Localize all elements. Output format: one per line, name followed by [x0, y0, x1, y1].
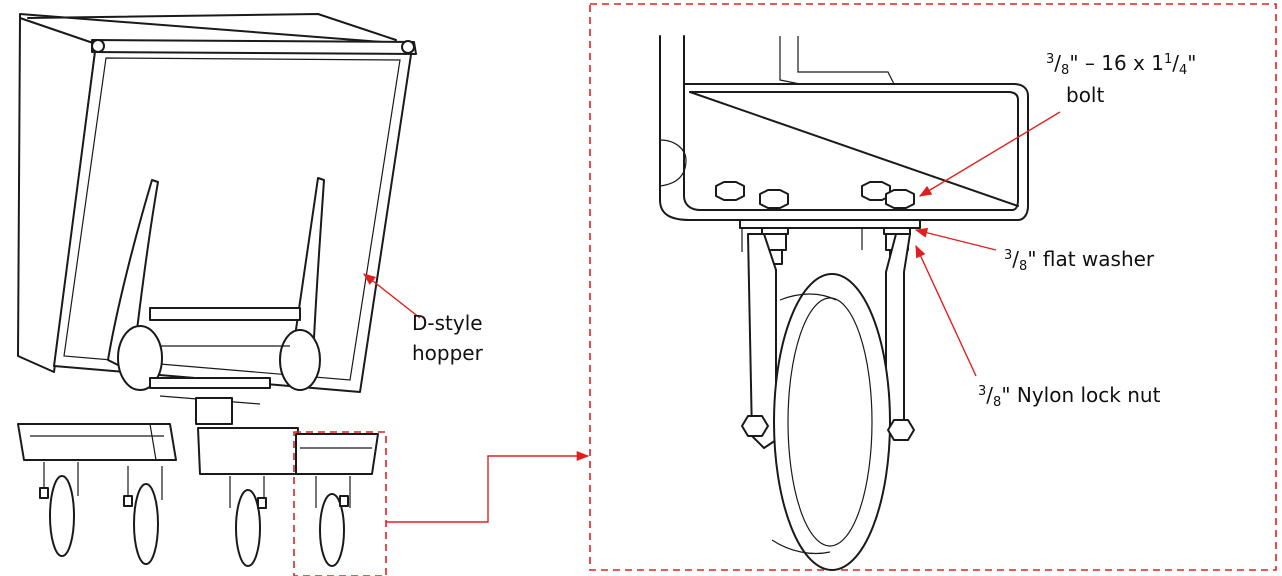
caster-3 — [229, 476, 267, 567]
washer-label-text: " flat washer — [1027, 247, 1155, 271]
base-rail-left — [17, 423, 177, 461]
locknut-label: 3/8" Nylon lock nut — [978, 383, 1161, 410]
washer-size-slash: / — [1012, 247, 1019, 271]
bolt-length-end: " — [1187, 51, 1196, 75]
channel-inner — [683, 83, 1019, 211]
locknut-label-text: " Nylon lock nut — [1001, 383, 1160, 407]
bolt-length-slash: / — [1172, 51, 1179, 75]
washer-label: 3/8" flat washer — [1004, 247, 1155, 274]
detail-connector-arrow — [386, 450, 590, 523]
cross-bar-lower — [149, 377, 271, 389]
bolt-length-denominator: 4 — [1179, 63, 1187, 78]
hopper-top-lip — [91, 39, 417, 55]
bolt-heads — [715, 181, 915, 209]
bolt-label-line2: bolt — [1066, 83, 1104, 107]
locknut-size-denominator: 8 — [993, 395, 1001, 410]
locknut-leader-line — [915, 244, 977, 377]
base-rail-left-detail — [30, 423, 164, 461]
axle-nut-right — [887, 419, 915, 441]
locknut-size-numerator: 3 — [978, 384, 986, 399]
locknut-size-slash: / — [986, 383, 993, 407]
bolt-size-slash: / — [1054, 51, 1061, 75]
bolt-size-denominator: 8 — [1061, 63, 1069, 78]
bolt-size-numerator: 3 — [1046, 52, 1054, 67]
rim-corner-right — [401, 40, 415, 54]
washer-size-denominator: 8 — [1019, 259, 1027, 274]
base-rail-right — [295, 433, 379, 475]
release-block — [195, 397, 233, 425]
front-bumper — [197, 427, 299, 475]
rim-corner-left — [91, 39, 105, 53]
caster-wheel-tread — [773, 273, 891, 571]
bolt-size-middle: " – 16 x 1 — [1069, 51, 1164, 75]
hopper-left-side — [17, 17, 97, 373]
caster-1 — [39, 462, 79, 557]
bolt-leader-line — [918, 111, 1061, 197]
pivot-disc-left — [117, 325, 163, 391]
cross-bar-top — [149, 307, 301, 321]
caster-detail-drawing — [659, 35, 1029, 571]
caster-4 — [315, 476, 351, 567]
pivot-disc-right — [279, 329, 321, 391]
axle-nut-left — [741, 415, 769, 437]
hopper-leader-line — [363, 273, 421, 319]
wheel-edge-lines — [771, 293, 837, 555]
washer-leader-line — [914, 227, 997, 251]
plate-studs — [741, 228, 863, 252]
caster-top-plate — [739, 219, 921, 229]
detail-view-frame — [589, 3, 1277, 571]
side-cutout — [659, 139, 687, 187]
gusset-diagonal — [689, 91, 1019, 207]
washer-size-numerator: 3 — [1004, 248, 1012, 263]
hopper-label-line2: hopper — [412, 341, 484, 365]
hopper-label-line1: D-style — [412, 311, 483, 335]
bolt-length-numerator: 1 — [1164, 52, 1172, 67]
bolt-label-line1: 3/8" – 16 x 11/4" — [1046, 51, 1196, 78]
channel-outer — [659, 35, 1029, 221]
upright-lines — [779, 36, 895, 85]
hopper-front-inner — [63, 57, 401, 381]
hopper-rim-edge — [27, 13, 397, 41]
caster-2 — [123, 466, 163, 565]
hopper-front-face — [53, 43, 413, 393]
detail-selection-box — [293, 431, 387, 576]
hopper-cart-drawing — [17, 13, 417, 567]
